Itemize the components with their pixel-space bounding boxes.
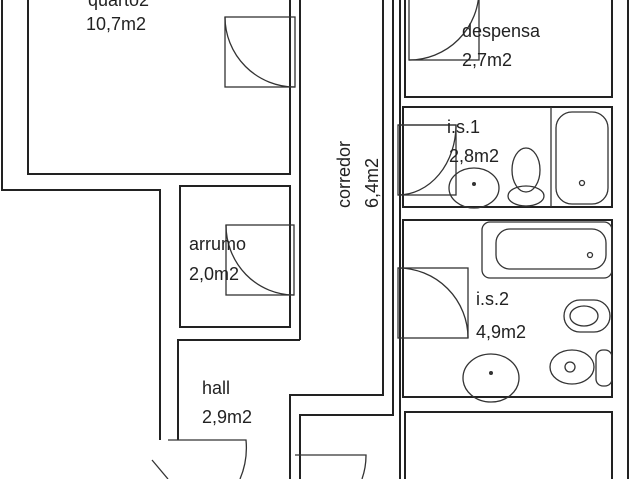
label-despensa-area: 2,7m2	[462, 50, 512, 70]
label-arrumo-name: arrumo	[189, 234, 246, 254]
door-is2[interactable]	[397, 267, 469, 339]
door-is1[interactable]	[397, 124, 457, 196]
toilet-is2	[549, 349, 613, 387]
bidet-is2	[563, 299, 611, 333]
label-corredor-name: corredor	[334, 141, 354, 208]
label-is1-name: i.s.1	[447, 117, 480, 137]
door-despensa[interactable]	[408, 0, 480, 61]
room-arrumo	[179, 185, 291, 328]
bathtub-is2	[481, 221, 613, 279]
bathtub-is1	[555, 111, 609, 205]
label-quarto2-area: 10,7m2	[86, 14, 146, 34]
outer-wall-left	[1, 0, 161, 440]
label-corredor-area: 6,4m2	[362, 158, 382, 208]
label-is2-area: 4,9m2	[476, 322, 526, 342]
label-is2-name: i.s.2	[476, 289, 509, 309]
toilet-is1	[507, 147, 545, 207]
label-hall-area: 2,9m2	[202, 407, 252, 427]
hall-left-wall	[177, 339, 300, 440]
room-bottom-right	[404, 411, 613, 479]
sink-is1	[448, 167, 500, 209]
door-bottom[interactable]	[295, 454, 367, 479]
label-hall-name: hall	[202, 378, 230, 398]
door-hall[interactable]	[151, 439, 248, 479]
label-quarto2-name: quarto2	[88, 0, 149, 10]
label-is1-area: 2,8m2	[449, 146, 499, 166]
label-arrumo-area: 2,0m2	[189, 264, 239, 284]
corridor-right-wall-outer	[299, 0, 394, 479]
door-arrumo[interactable]	[225, 224, 295, 296]
door-quarto2[interactable]	[224, 16, 296, 88]
sink-is2	[462, 353, 520, 403]
room-despensa	[404, 0, 613, 98]
room-quarto2	[27, 0, 291, 175]
room-is1	[402, 106, 613, 208]
label-despensa-name: despensa	[462, 21, 541, 41]
corridor-right-wall	[289, 0, 384, 479]
